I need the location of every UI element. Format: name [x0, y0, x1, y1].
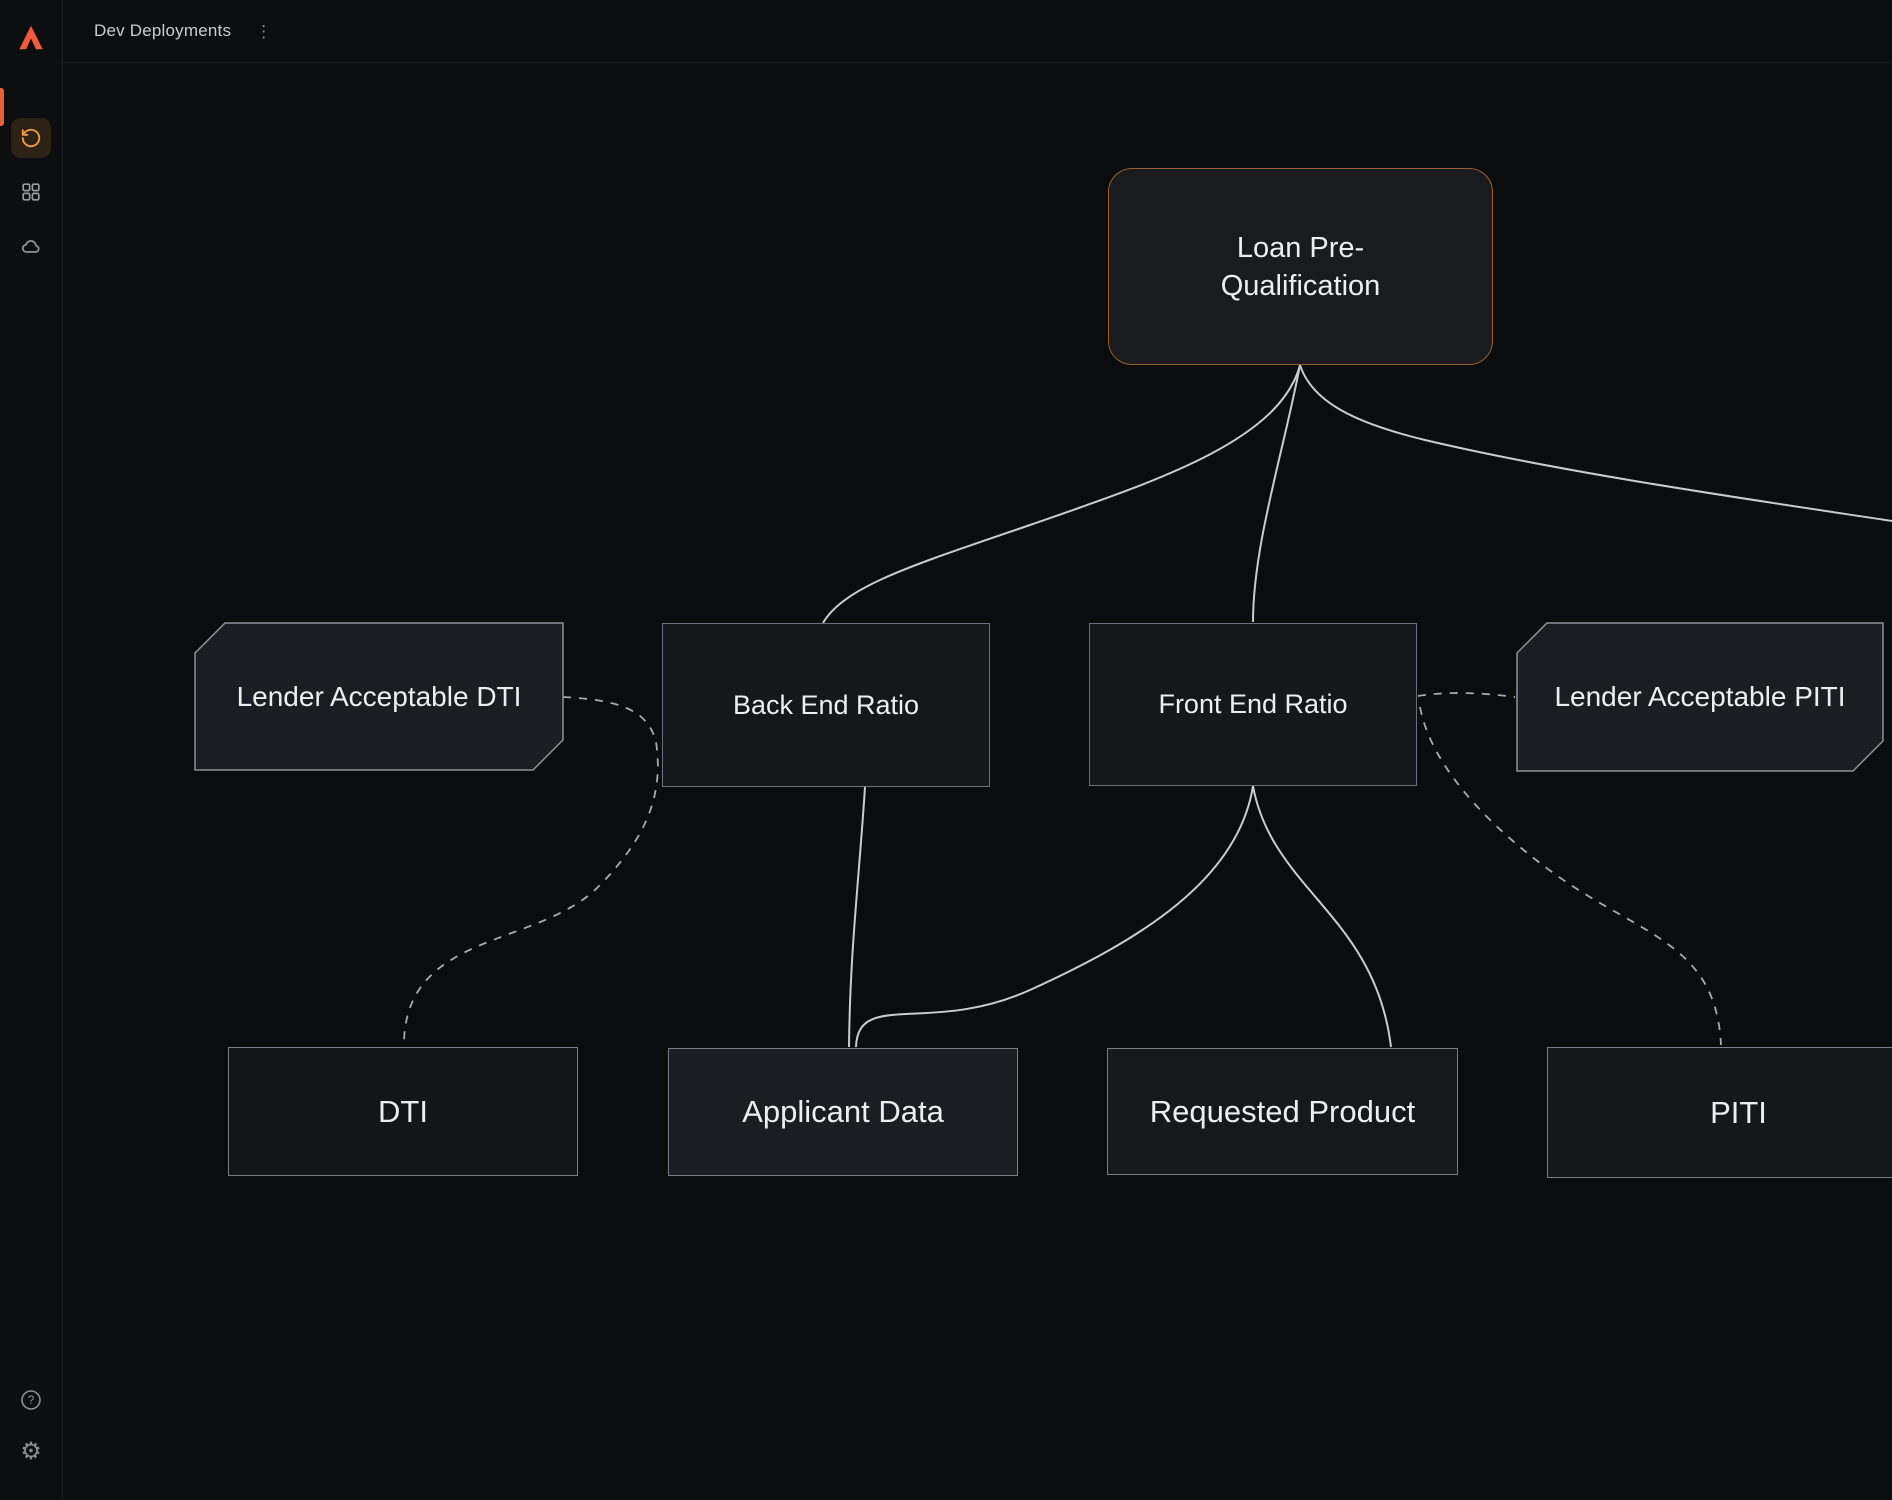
node-lender-acceptable-piti[interactable]: Lender Acceptable PITI	[1517, 623, 1883, 771]
cloud-icon	[20, 235, 42, 257]
edge-loan-to-back-end-ratio	[822, 364, 1301, 624]
node-label: Loan Pre-Qualification	[1220, 231, 1381, 302]
svg-text:?: ?	[28, 1393, 35, 1407]
node-label: Lender Acceptable DTI	[236, 680, 522, 712]
edge-front-end-ratio-to-applicant-data	[855, 785, 1254, 1048]
rotate-ccw-icon	[20, 127, 42, 149]
lender-acceptable-dti-shape	[194, 622, 564, 771]
node-front-end-ratio[interactable]: Front End Ratio	[1089, 623, 1417, 786]
node-piti[interactable]: PITI	[1547, 1047, 1892, 1178]
node-label: DTI	[378, 1093, 428, 1129]
help-circle-icon: ?	[19, 1388, 43, 1412]
node-label: Back End Ratio	[732, 689, 920, 720]
node-back-end-ratio[interactable]: Back End Ratio	[662, 623, 990, 787]
lambda-logo-glyph	[19, 25, 43, 50]
edge-front-end-ratio-to-lender-acceptable-piti	[1417, 692, 1516, 698]
node-requested-product[interactable]: Requested Product	[1107, 1048, 1458, 1175]
node-label: Lender Acceptable PITI	[1554, 681, 1846, 712]
kebab-menu-icon[interactable]: ⋮	[249, 19, 278, 44]
sidebar-item-history[interactable]	[11, 118, 51, 158]
node-dti[interactable]: DTI	[228, 1047, 578, 1176]
sidebar-item-cloud[interactable]	[11, 226, 51, 266]
active-item-accent	[0, 88, 4, 126]
grid-icon	[20, 181, 42, 203]
gear-icon: ⚙	[20, 1438, 42, 1465]
edge-lender-acceptable-dti-to-dti	[403, 696, 659, 1046]
sidebar-item-help[interactable]: ?	[11, 1380, 51, 1420]
node-label: PITI	[1710, 1094, 1767, 1130]
edge-back-end-ratio-to-applicant-data	[848, 786, 866, 1048]
page-title: Dev Deployments	[94, 21, 232, 40]
node-label: Applicant Data	[742, 1094, 944, 1129]
node-label: Requested Product	[1149, 1093, 1416, 1129]
node-lender-acceptable-dti[interactable]: Lender Acceptable DTI	[195, 623, 563, 770]
edge-front-end-ratio-to-requested-product	[1252, 785, 1392, 1048]
sidebar-item-apps[interactable]	[11, 172, 51, 212]
topbar: Dev Deployments ⋮	[62, 0, 1892, 63]
app-logo-icon[interactable]	[14, 20, 48, 54]
node-loan-pre-qualification[interactable]: Loan Pre-Qualification	[1108, 168, 1493, 365]
lender-acceptable-piti-shape	[1516, 622, 1884, 772]
edge-loan-to-offscreen-right	[1299, 364, 1892, 522]
node-label: Front End Ratio	[1158, 689, 1348, 719]
sidebar: ? ⚙	[0, 0, 63, 1500]
edge-loan-to-front-end-ratio	[1252, 364, 1301, 623]
sidebar-item-settings[interactable]: ⚙	[11, 1432, 51, 1472]
node-applicant-data[interactable]: Applicant Data	[668, 1048, 1018, 1176]
